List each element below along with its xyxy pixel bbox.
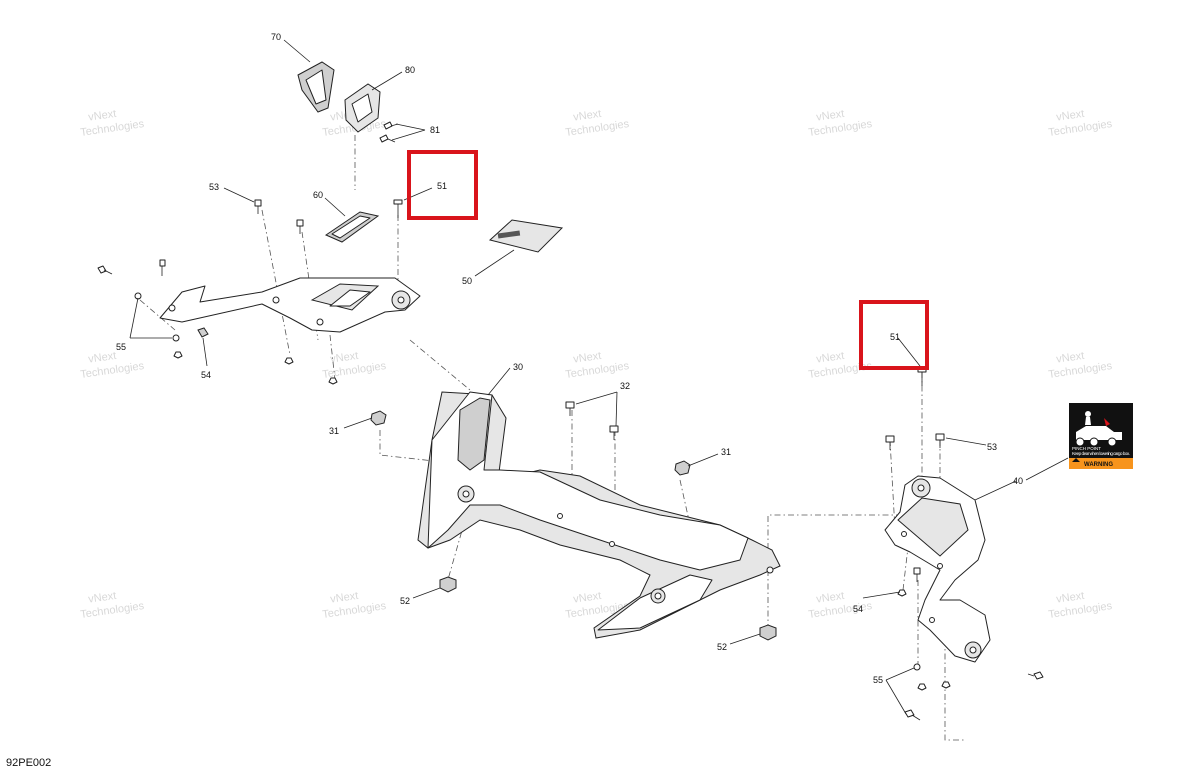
callout-52-right: 52: [717, 642, 727, 652]
part-50-decal: [488, 219, 564, 253]
svg-text:vNext: vNext: [816, 590, 846, 606]
svg-text:vNext: vNext: [816, 108, 846, 124]
svg-text:vNext: vNext: [573, 108, 603, 124]
part-81-screws: [379, 121, 399, 143]
callout-81: 81: [430, 125, 440, 135]
center-fasteners: [370, 401, 777, 641]
warning-bar: [1069, 458, 1133, 469]
svg-text:vNext: vNext: [1056, 350, 1086, 366]
callout-40: 40: [1013, 476, 1023, 486]
svg-text:vNext: vNext: [573, 350, 603, 366]
svg-text:vNext: vNext: [1056, 108, 1086, 124]
part-80-handle-cover: [344, 83, 381, 133]
warning-caption-2: Keep clear when lowering cargo box.: [1072, 451, 1130, 456]
part-70-handle-cover: [297, 61, 335, 113]
left-fasteners: [97, 199, 403, 385]
assembly-lines: [139, 135, 965, 741]
callout-31-left: 31: [329, 426, 339, 436]
svg-text:vNext: vNext: [573, 590, 603, 606]
callout-70: 70: [271, 32, 281, 42]
callout-54-right: 54: [853, 604, 863, 614]
highlight-boxes: [407, 150, 929, 370]
svg-text:vNext: vNext: [1056, 590, 1086, 606]
svg-text:vNext: vNext: [330, 590, 360, 606]
callout-80: 80: [405, 65, 415, 75]
svg-text:vNext: vNext: [816, 350, 846, 366]
callout-55-right: 55: [873, 675, 883, 685]
callout-50: 50: [462, 276, 472, 286]
callout-60: 60: [313, 190, 323, 200]
leader-lines: [129, 39, 1069, 715]
svg-text:vNext: vNext: [88, 108, 118, 124]
svg-text:vNext: vNext: [88, 590, 118, 606]
part-40-right-bracket: [884, 475, 991, 663]
callout-53-left: 53: [209, 182, 219, 192]
callout-55-left: 55: [116, 342, 126, 352]
callout-53-right: 53: [987, 442, 997, 452]
callout-52-left: 52: [400, 596, 410, 606]
highlight-box-51-right: [859, 300, 929, 370]
callout-30: 30: [513, 362, 523, 372]
callout-54-left: 54: [201, 370, 211, 380]
warning-caption-1: PINCH POINT: [1072, 446, 1101, 451]
warning-title: WARNING: [1084, 462, 1113, 468]
callout-labels: 70 80 81 53 60 51 50 55 54 30 32 31 31 5…: [116, 32, 1023, 685]
callout-32: 32: [620, 381, 630, 391]
warning-label: WARNING PINCH POINT Keep clear when lowe…: [1069, 403, 1133, 469]
svg-text:vNext: vNext: [88, 350, 118, 366]
right-fasteners: [885, 367, 1044, 721]
part-60-grip-pad: [324, 211, 380, 243]
part-30-center-frame: [417, 391, 781, 639]
callout-51-left: 51: [437, 181, 447, 191]
highlight-box-51-left: [407, 150, 478, 220]
callout-31-right: 31: [721, 447, 731, 457]
part-left-step-bracket: [159, 277, 421, 333]
svg-text:vNext: vNext: [330, 350, 360, 366]
diagram-reference-id: 92PE002: [6, 757, 52, 769]
callout-51-right: 51: [890, 332, 900, 342]
